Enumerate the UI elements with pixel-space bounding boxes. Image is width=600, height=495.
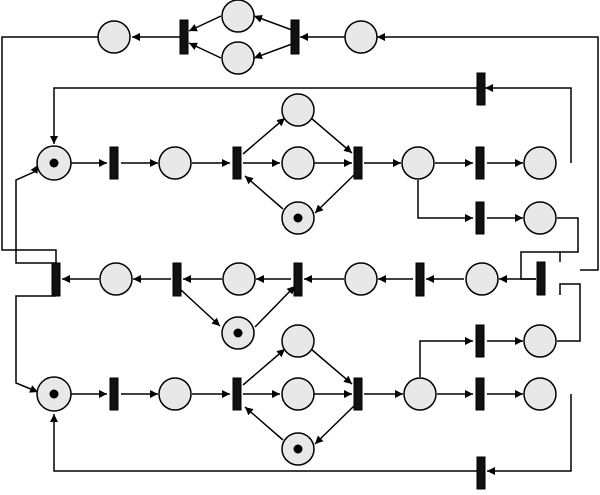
arc <box>557 217 579 262</box>
arc <box>15 295 56 393</box>
transition <box>293 262 303 297</box>
place <box>281 377 315 411</box>
arc <box>314 173 356 214</box>
arc <box>520 251 560 262</box>
place <box>401 146 435 180</box>
transition <box>476 456 486 490</box>
transition <box>172 262 182 297</box>
place <box>523 324 557 358</box>
arc <box>314 404 356 445</box>
place <box>523 201 557 235</box>
transitions <box>51 19 546 490</box>
place <box>523 146 557 180</box>
arc <box>310 348 353 385</box>
place <box>403 377 437 411</box>
arc <box>15 164 56 264</box>
arc <box>377 33 599 271</box>
place <box>222 262 256 296</box>
arc <box>180 289 221 327</box>
arc <box>242 348 286 386</box>
arc <box>244 406 284 441</box>
transition <box>475 324 485 358</box>
transition <box>232 146 242 180</box>
transition <box>232 377 242 411</box>
place <box>281 324 315 358</box>
token <box>293 213 303 223</box>
transition <box>179 19 189 55</box>
arc <box>188 15 222 32</box>
place <box>523 377 557 411</box>
arc <box>253 15 293 31</box>
arc <box>487 394 572 475</box>
place <box>281 146 315 180</box>
place <box>158 377 192 411</box>
place <box>221 0 255 33</box>
transition <box>109 146 119 180</box>
arcs <box>1 15 599 475</box>
arc <box>520 262 536 280</box>
transition <box>475 146 485 180</box>
transition <box>353 377 363 411</box>
place <box>99 262 133 296</box>
place <box>221 41 255 75</box>
transition <box>415 262 425 297</box>
arc <box>485 84 572 163</box>
arc <box>1 36 98 263</box>
place <box>344 20 378 54</box>
token <box>233 328 243 338</box>
arc <box>254 285 296 328</box>
transition <box>475 201 485 235</box>
arc <box>419 337 473 377</box>
token <box>49 389 59 399</box>
transition <box>476 72 486 106</box>
transition <box>536 261 546 296</box>
place <box>158 146 192 180</box>
transition <box>353 146 363 180</box>
arc <box>50 87 477 144</box>
places <box>36 0 557 466</box>
arc <box>253 43 293 59</box>
transition <box>475 377 485 411</box>
place <box>344 262 378 296</box>
place <box>465 262 499 296</box>
transition <box>290 19 300 55</box>
arc <box>310 117 353 154</box>
arc <box>188 42 222 59</box>
arc <box>244 175 284 210</box>
transition <box>51 262 61 297</box>
arc <box>557 283 581 342</box>
token <box>49 158 59 168</box>
token <box>293 444 303 454</box>
transition <box>109 377 119 411</box>
arc <box>242 117 286 155</box>
arc <box>50 414 477 472</box>
place <box>281 93 315 127</box>
arc <box>417 180 473 222</box>
place <box>97 20 131 54</box>
tokens <box>49 158 303 454</box>
